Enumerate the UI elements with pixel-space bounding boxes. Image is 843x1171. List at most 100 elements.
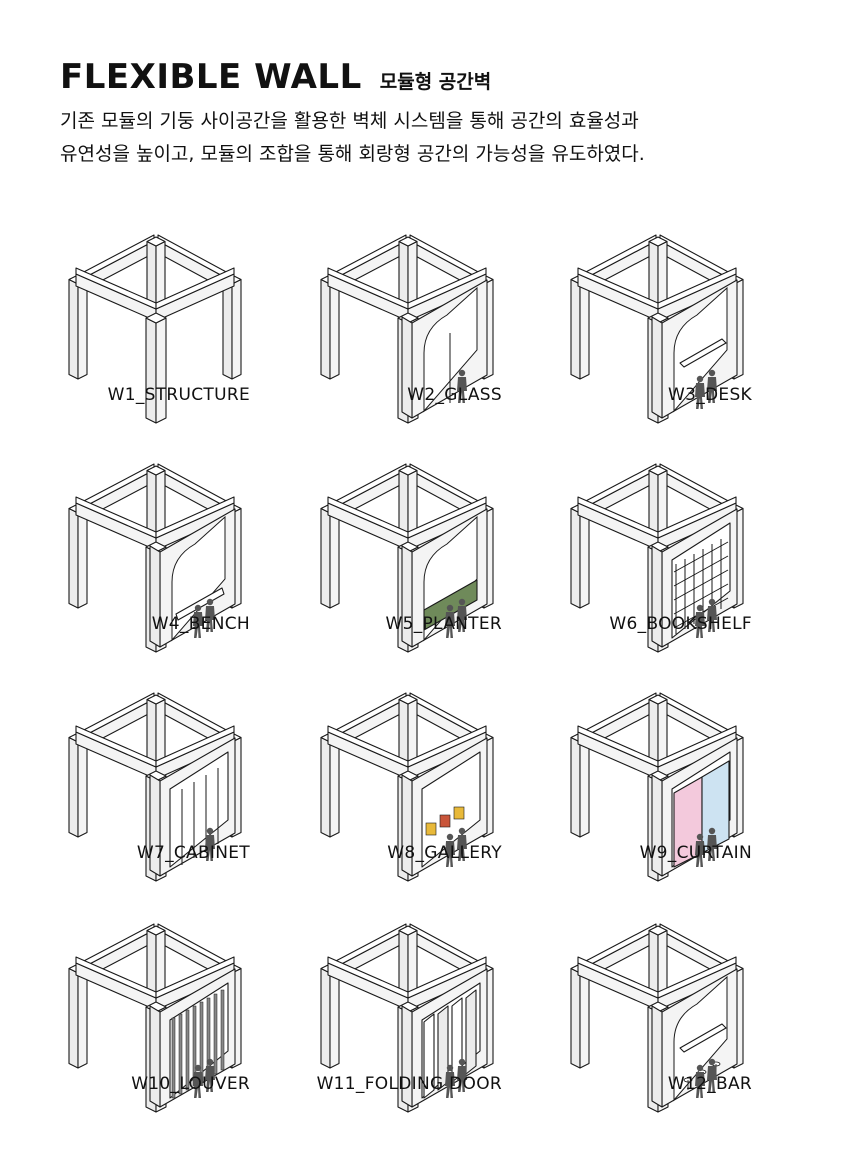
left-column (68, 963, 88, 1069)
front-left-beam (327, 496, 409, 551)
right-column (222, 274, 242, 380)
wall-panel (149, 737, 236, 877)
shelf-row (673, 541, 729, 573)
curtain-insert (673, 760, 730, 868)
left-column (68, 503, 88, 609)
louver-blade (213, 993, 218, 1075)
wall-panel (401, 737, 488, 877)
page-subtitle: 모듈형 공간벽 (379, 71, 492, 93)
front-left-beam (75, 725, 157, 780)
header: FLEXIBLE WALL 모듈형 공간벽 기존 모듈의 기둥 사이공간을 활용… (60, 55, 820, 171)
module-label: W2_GLASS (407, 385, 502, 405)
person-silhouette (457, 827, 467, 861)
module-diagram (320, 234, 494, 424)
person-silhouette (445, 604, 455, 638)
left-column (320, 274, 340, 380)
left-column (320, 732, 340, 838)
person-silhouette (457, 1058, 467, 1092)
module-diagram (570, 463, 744, 653)
module-label: W3_DESK (668, 385, 752, 405)
person-silhouette (205, 1058, 215, 1092)
left-column (570, 274, 590, 380)
module-cell: W6_BOOKSHELF (562, 424, 762, 653)
module-diagram (68, 463, 242, 653)
person-silhouette (707, 369, 717, 403)
page-description: 기존 모듈의 기둥 사이공간을 활용한 벽체 시스템을 통해 공간의 효율성과 … (60, 110, 645, 165)
folding-panel (423, 1013, 435, 1099)
module-diagram (570, 923, 744, 1113)
front-left-beam (577, 725, 659, 780)
front-left-beam (327, 267, 409, 322)
left-column (570, 963, 590, 1069)
frame-opening (421, 751, 481, 868)
person-silhouette (695, 604, 705, 638)
module-label: W4_BENCH (151, 614, 250, 634)
module-diagram (320, 463, 494, 653)
person-silhouette (445, 833, 455, 867)
artwork (425, 822, 437, 836)
module-diagram (68, 234, 242, 424)
frame-opening (169, 751, 229, 868)
module-cell: W10_LOUVER (60, 884, 260, 1113)
front-left-beam (327, 956, 409, 1011)
title-row: FLEXIBLE WALL 모듈형 공간벽 (60, 55, 820, 99)
person-silhouette (457, 369, 467, 403)
person-silhouette (707, 827, 717, 861)
frame-opening (671, 522, 731, 639)
desk-top (679, 338, 727, 368)
front-left-beam (75, 267, 157, 322)
left-column (68, 732, 88, 838)
left-column (320, 963, 340, 1069)
front-column (145, 312, 167, 424)
module-cell: W1_STRUCTURE (60, 195, 260, 424)
shelf-row (673, 555, 729, 587)
left-column (570, 732, 590, 838)
artwork (453, 806, 465, 820)
person-silhouette (193, 604, 203, 638)
artwork (439, 814, 451, 828)
shelf-row (673, 583, 729, 615)
module-label: W8_GALLERY (387, 843, 502, 863)
module-diagram (68, 923, 242, 1113)
bench-insert (175, 587, 225, 621)
module-label: W10_LOUVER (131, 1074, 250, 1094)
louver-blade (171, 1017, 176, 1099)
module-cell: W4_BENCH (60, 424, 260, 653)
module-diagram (320, 692, 494, 882)
module-label: W1_STRUCTURE (107, 385, 250, 405)
module-diagram (570, 692, 744, 882)
front-left-beam (577, 267, 659, 322)
bar-counter (679, 1023, 727, 1053)
louver-blade (178, 1013, 183, 1095)
person-silhouette (695, 375, 705, 409)
front-left-beam (75, 956, 157, 1011)
frame-opening (169, 982, 229, 1099)
module-label: W12_BAR (667, 1074, 752, 1094)
module-cell: W12_BAR (562, 884, 762, 1113)
front-right-beam (657, 956, 737, 1011)
person-silhouette (707, 1058, 717, 1092)
wall-panel (651, 279, 738, 419)
person-silhouette (205, 598, 215, 632)
curtain-blue (701, 760, 730, 854)
person-silhouette (707, 598, 717, 632)
person-silhouette (205, 827, 215, 861)
module-cell: W11_FOLDING DOOR (312, 884, 512, 1113)
back-column (398, 465, 418, 546)
shelf-row (673, 569, 729, 601)
arch-opening (673, 286, 728, 413)
front-left-beam (577, 956, 659, 1011)
module-diagram (320, 923, 494, 1113)
front-left-beam (327, 725, 409, 780)
bench-seat (175, 587, 225, 621)
module-label: W5_PLANTER (385, 614, 502, 634)
module-diagram (68, 692, 242, 882)
module-cell: W3_DESK (562, 195, 762, 424)
module-cell: W7_CABINET (60, 653, 260, 882)
module-cell: W8_GALLERY (312, 653, 512, 882)
person-silhouette (457, 598, 467, 632)
left-column (320, 503, 340, 609)
module-label: W11_FOLDING DOOR (316, 1074, 502, 1094)
louver-blade (185, 1009, 190, 1091)
back-column (648, 925, 668, 1006)
